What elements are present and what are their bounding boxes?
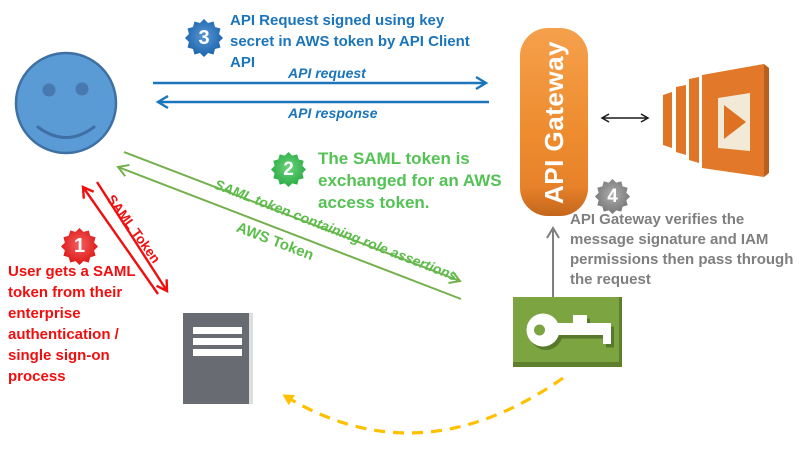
saml-token-arrow-up xyxy=(81,185,159,295)
api-request-label: API request xyxy=(288,65,366,81)
aws-token-arrow xyxy=(116,164,462,300)
saml-assertions-arrow xyxy=(123,151,462,285)
step-1-text: User gets a SAML token from their enterp… xyxy=(8,263,136,385)
step-4-text: API Gateway verifies the message signatu… xyxy=(570,211,794,288)
step-2-number: 2 xyxy=(283,158,294,180)
access-key-icon xyxy=(513,297,622,367)
server-slot xyxy=(193,327,242,334)
step-1-number: 1 xyxy=(73,235,86,257)
api-gateway-pill: API Gateway xyxy=(520,28,588,216)
smiley-right-eye xyxy=(75,82,89,96)
saml-token-arrow-down xyxy=(95,181,169,293)
aws-lambda-icon xyxy=(663,64,769,177)
step-4-number: 4 xyxy=(607,185,618,207)
api-gateway-label: API Gateway xyxy=(538,40,569,204)
step-3-number: 3 xyxy=(198,26,210,49)
enterprise-server-icon xyxy=(183,313,253,404)
api-response-label: API response xyxy=(288,105,378,121)
smiley-smile xyxy=(36,125,96,139)
step-2-text: The SAML token is exchanged for an AWS a… xyxy=(318,149,502,212)
step-3-text: API Request signed using key secret in A… xyxy=(230,12,470,71)
smiley-face-icon xyxy=(14,51,118,155)
server-slot xyxy=(193,338,242,345)
smiley-left-eye xyxy=(42,83,56,97)
server-slot xyxy=(193,349,242,356)
key-to-server-dashed-arrow xyxy=(282,376,564,435)
